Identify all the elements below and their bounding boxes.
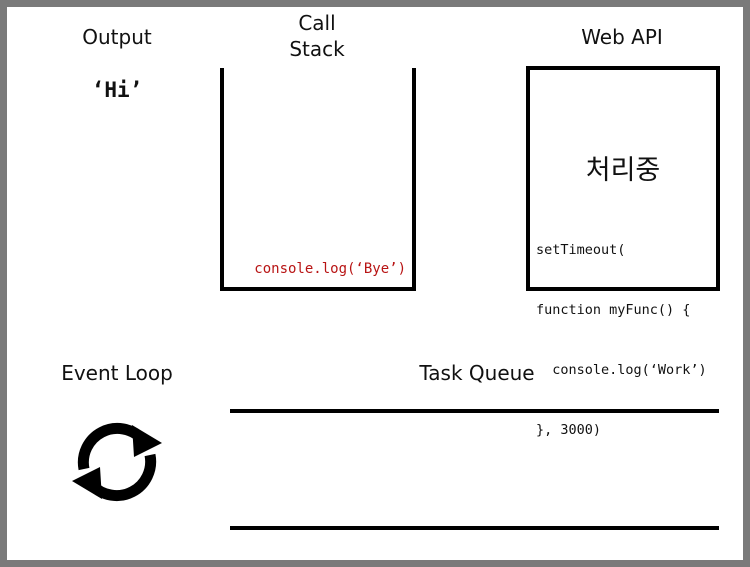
call-stack-title-line1: Call	[298, 11, 336, 35]
call-stack-title: Call Stack	[257, 10, 377, 62]
task-queue-bottom-line	[230, 526, 719, 530]
web-api-title: Web API	[581, 25, 663, 49]
call-stack-container: console.log(‘Bye’)	[220, 68, 416, 291]
call-stack-item: console.log(‘Bye’)	[254, 261, 406, 277]
diagram-canvas: Output ‘Hi’ Call Stack console.log(‘Bye’…	[7, 7, 743, 560]
call-stack-title-line2: Stack	[289, 37, 345, 61]
event-loop-title: Event Loop	[61, 361, 173, 385]
code-line: function myFunc() {	[536, 302, 691, 318]
code-line: console.log(‘Work’)	[536, 362, 707, 378]
refresh-cycle-icon	[72, 422, 162, 502]
output-title: Output	[82, 25, 152, 49]
web-api-code: setTimeout( function myFunc() { console.…	[536, 200, 707, 480]
code-line: }, 3000)	[536, 422, 602, 438]
output-value: ‘Hi’	[91, 78, 143, 102]
web-api-container: 처리중 setTimeout( function myFunc() { cons…	[526, 66, 720, 438]
web-api-status: 처리중	[585, 155, 661, 186]
code-line: setTimeout(	[536, 242, 626, 258]
task-queue-top-line	[230, 409, 719, 413]
task-queue-title: Task Queue	[419, 361, 535, 385]
